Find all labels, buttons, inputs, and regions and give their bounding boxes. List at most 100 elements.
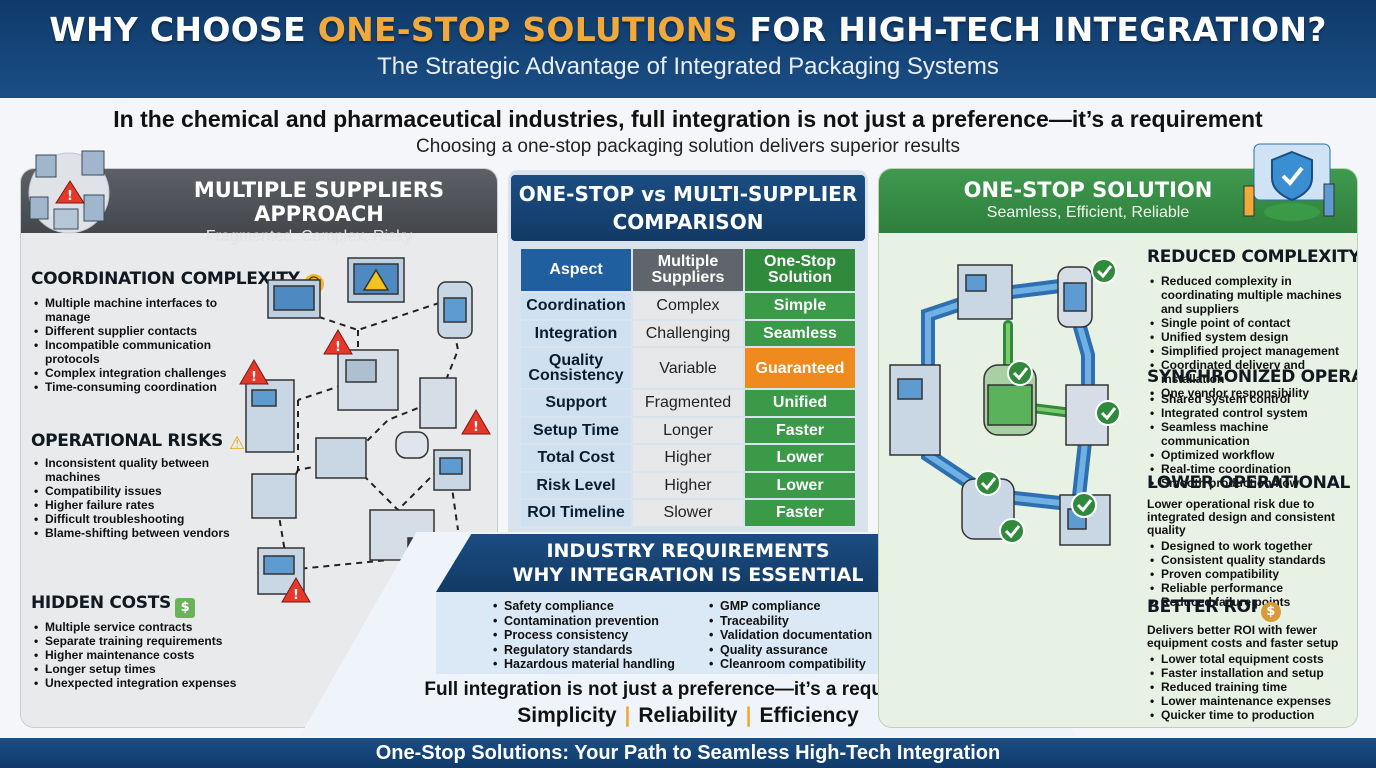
warning-triangle-icon — [55, 180, 85, 204]
table-cell: Fragmented — [633, 390, 743, 416]
list-item: Blame-shifting between vendors — [31, 526, 246, 540]
money-icon: $ — [174, 598, 195, 618]
bullet-list: Shared system control Integrated control… — [1147, 392, 1357, 490]
bullet-list: Inconsistent quality between machines Co… — [31, 456, 246, 540]
pillar-separator: | — [624, 704, 631, 727]
table-cell: Lower — [745, 472, 855, 498]
list-item: Proven compatibility — [1147, 567, 1357, 581]
bullet-list: Lower total equipment costs Faster insta… — [1147, 652, 1357, 722]
table-cell: Total Cost — [521, 445, 631, 471]
list-item: Reliable performance — [1147, 581, 1357, 595]
pillar-reliability: Reliability — [638, 704, 738, 727]
list-item: Coordinated delivery and installation — [1147, 358, 1357, 386]
list-item: Safety compliance — [490, 599, 675, 614]
list-item: Higher maintenance costs — [31, 648, 246, 662]
closing-statement: Full integration is not just a preferenc… — [424, 679, 952, 700]
pillar-simplicity: Simplicity — [517, 704, 617, 727]
list-item: Difficult troubleshooting — [31, 512, 246, 526]
table-cell: Faster — [745, 417, 855, 443]
table-cell: Longer — [633, 417, 743, 443]
column-header: One-Stop Solution — [745, 249, 855, 291]
intro-subtext: Choosing a one-stop packaging solution d… — [416, 136, 960, 157]
column-header: Multiple Suppliers — [633, 249, 743, 291]
section-title: REDUCED COMPLEXITY✓ — [1147, 247, 1357, 272]
integrated-system-illustration — [889, 258, 1121, 546]
table-cell: Higher — [633, 445, 743, 471]
list-item: Contamination prevention — [490, 614, 675, 629]
section-title: SYNCHRONIZED OPERATION⚙ — [1147, 367, 1357, 387]
list-item: Designed to work together — [1147, 539, 1357, 553]
lower-operational-risk-section: LOWER OPERATIONAL RISK⛨ Lower operationa… — [1147, 473, 1357, 609]
table-cell: Support — [521, 390, 631, 416]
list-item: Simplified project management — [1147, 344, 1357, 358]
better-roi-section: BETTER ROI$ Delivers better ROI with few… — [1147, 597, 1357, 722]
warning-triangle-icon: ! ! ! ! — [239, 329, 491, 603]
pillar-efficiency: Efficiency — [759, 704, 859, 727]
list-item: Regulatory standards — [490, 643, 675, 658]
list-item: Different supplier contacts — [31, 324, 246, 338]
list-item: Hazardous material handling — [490, 657, 675, 672]
svg-text:!: ! — [473, 420, 479, 435]
shield-icon — [1271, 150, 1313, 202]
column-header: Aspect — [521, 249, 631, 291]
list-item: Incompatible communication protocols — [31, 338, 246, 366]
table-cell: Higher — [633, 472, 743, 498]
table-cell: Risk Level — [521, 472, 631, 498]
section-title: HIDDEN COSTS$ — [31, 593, 246, 618]
page-subtitle: The Strategic Advantage of Integrated Pa… — [377, 53, 999, 80]
fragmented-servers-illustration: ! — [28, 150, 110, 234]
section-title: OPERATIONAL RISKS⚠ — [31, 431, 246, 454]
list-item: Separate training requirements — [31, 634, 246, 648]
intro-statement: In the chemical and pharmaceutical indus… — [113, 106, 1263, 132]
list-item: Complex integration challenges — [31, 366, 246, 380]
list-item: Quicker time to production — [1147, 708, 1357, 722]
list-item: GMP compliance — [706, 599, 872, 614]
coordination-complexity-section: COORDINATION COMPLEXITY☹ Multiple machin… — [31, 269, 324, 394]
section-title: COORDINATION COMPLEXITY☹ — [31, 269, 324, 294]
list-item: Integrated control system — [1147, 406, 1357, 420]
table-cell: Seamless — [745, 320, 855, 346]
svg-text:!: ! — [335, 340, 341, 355]
bullet-list: Multiple service contracts Separate trai… — [31, 620, 246, 690]
list-item: Longer setup times — [31, 662, 246, 676]
industry-requirements-title: INDUSTRY REQUIREMENTS WHY INTEGRATION IS… — [436, 534, 940, 592]
section-description: Delivers better ROI with fewer equipment… — [1147, 623, 1339, 650]
table-cell: Simple — [745, 293, 855, 319]
list-item: Real-time coordination — [1147, 462, 1357, 476]
table-cell: ROI Timeline — [521, 500, 631, 526]
list-item: Compatibility issues — [31, 484, 246, 498]
check-circle-icon — [975, 258, 1121, 544]
table-cell: Integration — [521, 320, 631, 346]
list-item: Process consistency — [490, 628, 675, 643]
right-panel-title: ONE-STOP SOLUTION — [963, 178, 1213, 202]
list-item: Seamless machine communication — [1147, 420, 1357, 448]
list-item: Time-consuming coordination — [31, 380, 246, 394]
table-cell: Complex — [633, 293, 743, 319]
table-cell: Quality Consistency — [521, 348, 631, 388]
list-item: Quality assurance — [706, 643, 872, 658]
table-header-row: Aspect Multiple Suppliers One-Stop Solut… — [521, 249, 855, 291]
operational-risks-section: OPERATIONAL RISKS⚠ Inconsistent quality … — [31, 431, 246, 540]
section-title: BETTER ROI$ — [1147, 597, 1357, 622]
warning-triangle-icon: ⚠ — [229, 433, 245, 454]
list-item: Unexpected integration expenses — [31, 676, 246, 690]
table-cell: Faster — [745, 500, 855, 526]
table-cell: Variable — [633, 348, 743, 388]
list-item: Reduced training time — [1147, 680, 1357, 694]
comparison-table: Aspect Multiple Suppliers One-Stop Solut… — [519, 247, 857, 528]
list-item: Lower total equipment costs — [1147, 652, 1357, 666]
table-cell: Guaranteed — [745, 348, 855, 388]
comparison-title: ONE-STOP vs MULTI-SUPPLIER COMPARISON — [511, 175, 865, 241]
list-item: Faster installation and setup — [1147, 666, 1357, 680]
list-item: Consistent quality standards — [1147, 553, 1357, 567]
title-highlight: ONE-STOP SOLUTIONS — [317, 10, 738, 49]
section-description: Lower operational risk due to integrated… — [1147, 497, 1336, 537]
left-panel-title: MULTIPLE SUPPLIERS APPROACH — [193, 178, 445, 226]
table-cell: Unified — [745, 390, 855, 416]
list-item: Smooth production flow — [1147, 476, 1357, 490]
left-panel-subtitle: Fragmented, Complex, Risky — [205, 228, 413, 245]
